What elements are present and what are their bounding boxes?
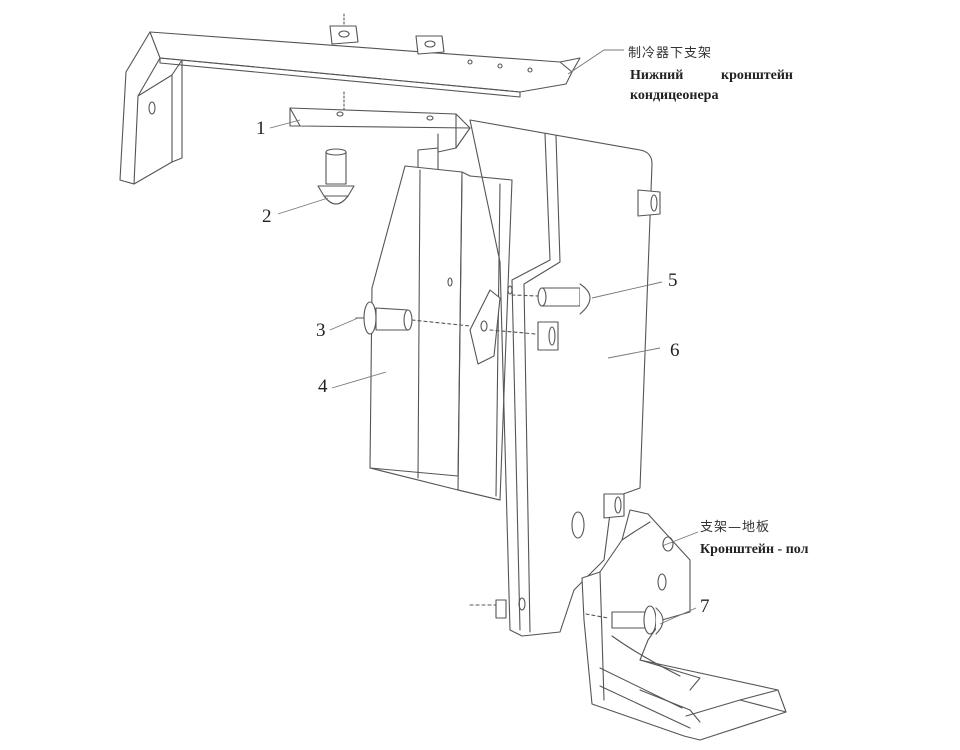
upper-ac-bracket bbox=[119, 13, 581, 185]
floor-bracket-label-cn: 支架—地板 bbox=[700, 520, 771, 535]
part-4-plate bbox=[369, 165, 513, 501]
callout-1: 1 bbox=[256, 118, 266, 139]
leader-line-lower-label bbox=[661, 531, 699, 547]
part-7-bolt bbox=[585, 605, 664, 635]
part-6-back-plate bbox=[469, 119, 661, 637]
leader-line-5 bbox=[591, 281, 663, 299]
leader-line-2 bbox=[277, 197, 329, 215]
upper-bracket-label-ru-line1: Нижний кронштейн bbox=[630, 68, 793, 83]
callout-3: 3 bbox=[316, 320, 326, 341]
callout-6: 6 bbox=[670, 340, 680, 361]
spacer-nut bbox=[489, 321, 559, 351]
leader-line-1 bbox=[269, 119, 301, 129]
floor-bracket bbox=[581, 509, 787, 741]
leader-line-3 bbox=[329, 317, 359, 331]
part-3-bolt bbox=[355, 301, 471, 335]
part-5-bolt bbox=[511, 283, 591, 315]
callout-7: 7 bbox=[700, 596, 710, 617]
floor-bracket-label-ru: Кронштейн - пол bbox=[700, 542, 809, 557]
clamp-link bbox=[469, 289, 501, 365]
leader-line-4 bbox=[331, 371, 387, 389]
upper-bracket-label-cn: 制冷器下支架 bbox=[628, 46, 713, 61]
callout-5: 5 bbox=[668, 270, 678, 291]
part-2-bolt bbox=[317, 148, 355, 205]
leader-line-6 bbox=[607, 347, 661, 359]
leader-line-upper-label bbox=[567, 49, 624, 75]
callout-4: 4 bbox=[318, 376, 328, 397]
leader-line-7 bbox=[659, 607, 697, 625]
callout-2: 2 bbox=[262, 206, 272, 227]
upper-bracket-label-ru-line2: кондицеонера bbox=[630, 88, 719, 103]
